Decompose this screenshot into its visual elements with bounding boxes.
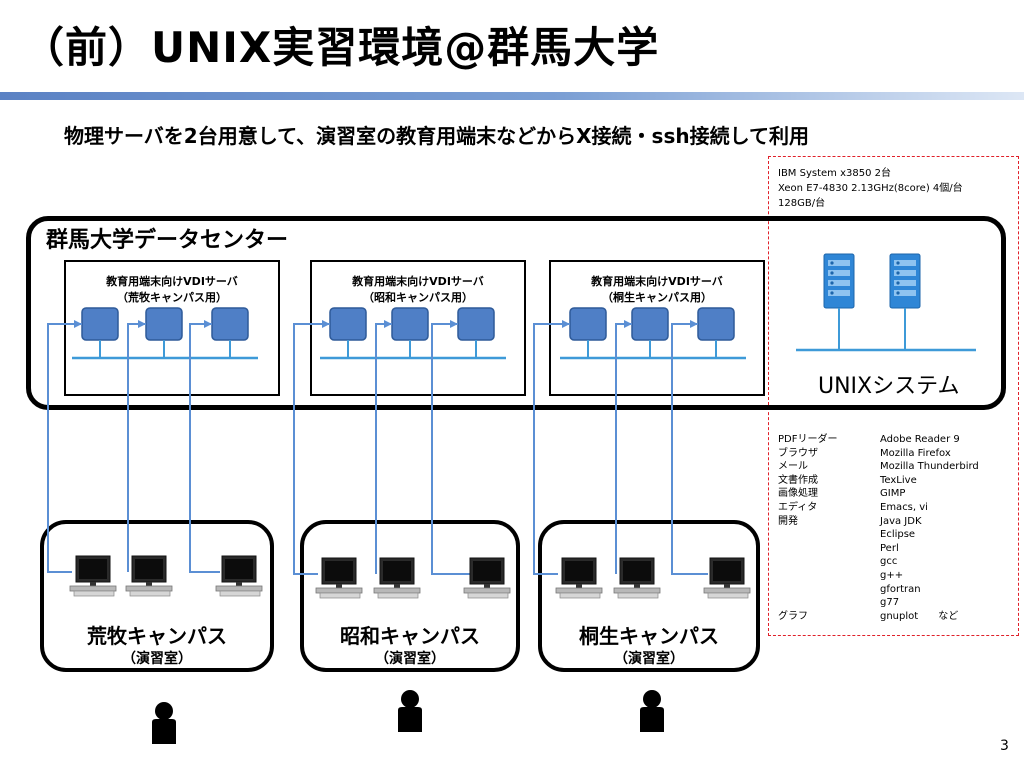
software-item: Emacs, vi [880, 501, 928, 513]
server-node-icon [697, 307, 735, 341]
server-node-icon [145, 307, 183, 341]
software-item: gnuplot など [880, 610, 959, 622]
terminals-kiryu [555, 557, 751, 599]
hw-spec-line: Xeon E7-4830 2.13GHz(8core) 4個/台 [778, 183, 963, 194]
connectors-showa [293, 320, 470, 575]
software-category: メール [778, 461, 808, 473]
server-node-icon [81, 307, 119, 341]
server-node-icon [631, 307, 669, 341]
vdi-server-label-line1: 教育用端末向けVDIサーバ [106, 275, 238, 288]
unix-spec-dashed-box [768, 156, 1019, 636]
software-item: GIMP [880, 488, 906, 500]
connectors-aramaki [47, 320, 220, 573]
software-item-column: Adobe Reader 9 Mozilla Firefox Mozilla T… [880, 433, 979, 623]
vdi-server-label-showa: 教育用端末向けVDIサーバ （昭和キャンパス用） [310, 274, 526, 306]
campus-room-aramaki: （演習室） [122, 651, 192, 667]
vdi-server-label-aramaki: 教育用端末向けVDIサーバ （荒牧キャンパス用） [64, 274, 280, 306]
desktop-computer-icon [555, 557, 603, 599]
software-category: 画像処理 [778, 488, 818, 500]
vdi-server-label-line1: 教育用端末向けVDIサーバ [352, 275, 484, 288]
campus-name-showa: 昭和キャンパス [340, 624, 480, 648]
connectors-kiryu [533, 320, 708, 575]
software-item: Mozilla Firefox [880, 447, 951, 459]
desktop-computer-icon [373, 557, 421, 599]
page-subtitle: 物理サーバを2台用意して、演習室の教育用端末などからX接続・ssh接続して利用 [64, 124, 809, 148]
person-icon [398, 690, 422, 732]
campus-room-showa: （演習室） [375, 651, 445, 667]
software-item: g++ [880, 569, 904, 581]
server-node-icon [211, 307, 249, 341]
desktop-computer-icon [613, 557, 661, 599]
desktop-computer-icon [215, 555, 263, 597]
vdi-server-group-aramaki [72, 307, 258, 360]
software-category: 開発 [778, 515, 798, 527]
vdi-server-group-kiryu [560, 307, 746, 360]
vdi-server-label-line2: （桐生キャンパス用） [602, 291, 712, 304]
server-node-icon [329, 307, 367, 341]
vdi-server-label-line2: （昭和キャンパス用） [363, 291, 473, 304]
software-item: Mozilla Thunderbird [880, 461, 979, 473]
software-category: 文書作成 [778, 474, 818, 486]
title-underline-bar [0, 92, 1024, 100]
page-number: 3 [1000, 738, 1009, 754]
software-item: Java JDK [880, 515, 922, 527]
person-icon [640, 690, 664, 732]
software-category: エディタ [778, 501, 818, 513]
software-item: g77 [880, 597, 900, 609]
software-category: PDFリーダー [778, 434, 838, 445]
desktop-computer-icon [315, 557, 363, 599]
server-node-icon [457, 307, 495, 341]
campus-name-kiryu: 桐生キャンパス [579, 624, 719, 648]
desktop-computer-icon [69, 555, 117, 597]
rack-server-icon [823, 253, 855, 309]
datacenter-container [26, 216, 1006, 410]
vdi-server-label-line2: （荒牧キャンパス用） [117, 291, 227, 304]
vdi-server-label-line1: 教育用端末向けVDIサーバ [591, 275, 723, 288]
software-item: Adobe Reader 9 [880, 434, 960, 445]
hw-spec-line: 128GB/台 [778, 198, 826, 209]
campus-name-aramaki: 荒牧キャンパス [87, 624, 227, 648]
desktop-computer-icon [703, 557, 751, 599]
page-title: （前）UNIX実習環境@群馬大学 [22, 23, 660, 72]
software-item: Eclipse [880, 529, 916, 541]
unix-system-servers [796, 253, 976, 352]
vdi-server-label-kiryu: 教育用端末向けVDIサーバ （桐生キャンパス用） [549, 274, 765, 306]
software-item: gfortran [880, 583, 921, 595]
terminals-showa [315, 557, 511, 599]
hardware-spec: IBM System x3850 2台 Xeon E7-4830 2.13GHz… [778, 166, 963, 211]
rack-server-icon [889, 253, 921, 309]
desktop-computer-icon [463, 557, 511, 599]
software-category: ブラウザ [778, 447, 818, 459]
hw-spec-line: IBM System x3850 2台 [778, 168, 891, 179]
vdi-server-group-showa [320, 307, 506, 360]
unix-system-label: UNIXシステム [818, 374, 960, 399]
server-node-icon [391, 307, 429, 341]
software-category-column: PDFリーダー ブラウザ メール 文書作成 画像処理 エディタ 開発 グラフ [778, 433, 837, 623]
datacenter-title: 群馬大学データセンター [46, 228, 289, 253]
software-category: グラフ [778, 610, 808, 622]
person-icon [152, 702, 176, 744]
campus-room-kiryu: （演習室） [614, 651, 684, 667]
software-item: TexLive [880, 474, 917, 486]
server-node-icon [569, 307, 607, 341]
terminals-aramaki [69, 555, 263, 597]
software-item: Perl [880, 542, 899, 554]
desktop-computer-icon [125, 555, 173, 597]
software-item: gcc [880, 556, 898, 568]
